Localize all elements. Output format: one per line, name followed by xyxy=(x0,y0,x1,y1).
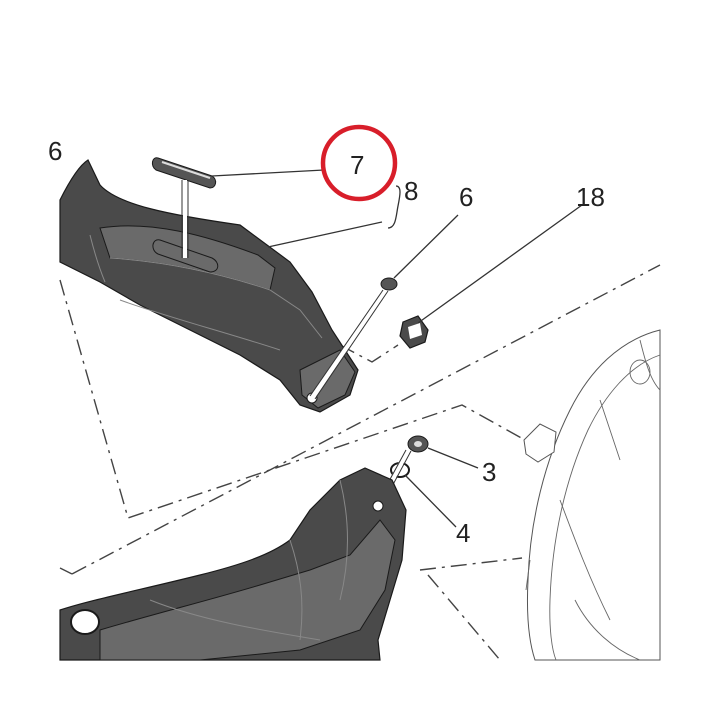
callout-18: 18 xyxy=(576,182,605,212)
callout-partial-left: 6 xyxy=(48,136,62,166)
clip-nut-part xyxy=(399,315,429,349)
decal-strip xyxy=(151,157,217,189)
lower-fairing-face xyxy=(99,519,396,661)
ref-line-lower xyxy=(59,567,73,575)
callout-8: 8 xyxy=(404,176,418,206)
callout-4: 4 xyxy=(456,518,470,548)
upper-duct-body xyxy=(59,159,359,413)
headlight-housing xyxy=(523,329,661,661)
assembly-reference-lines xyxy=(59,264,661,661)
screw-head xyxy=(380,277,398,291)
callout-6: 6 xyxy=(459,182,473,212)
housing-outer xyxy=(526,329,661,661)
highlight-circle xyxy=(320,124,398,202)
upper-duct-part xyxy=(59,159,359,413)
decal-part xyxy=(151,157,217,258)
lower-fairing-part xyxy=(59,467,407,661)
callout-3: 3 xyxy=(482,457,496,487)
ref-line-diagonal-main xyxy=(71,264,661,575)
ref-line-bottom-diag xyxy=(427,574,501,661)
leader-lines xyxy=(211,169,583,528)
lower-fairing-mount-hole xyxy=(372,500,384,512)
callout-labels: 7 8 6 18 3 4 6 xyxy=(48,136,605,548)
lower-fairing-hole-left xyxy=(70,609,100,635)
housing-tab xyxy=(523,423,557,463)
callout-7: 7 xyxy=(350,150,364,180)
ref-line-bottom-right xyxy=(419,557,523,571)
screw-part xyxy=(309,277,398,400)
bracket-8 xyxy=(387,185,401,229)
housing-boss xyxy=(629,359,651,385)
ref-line-screw-clip xyxy=(339,344,399,363)
